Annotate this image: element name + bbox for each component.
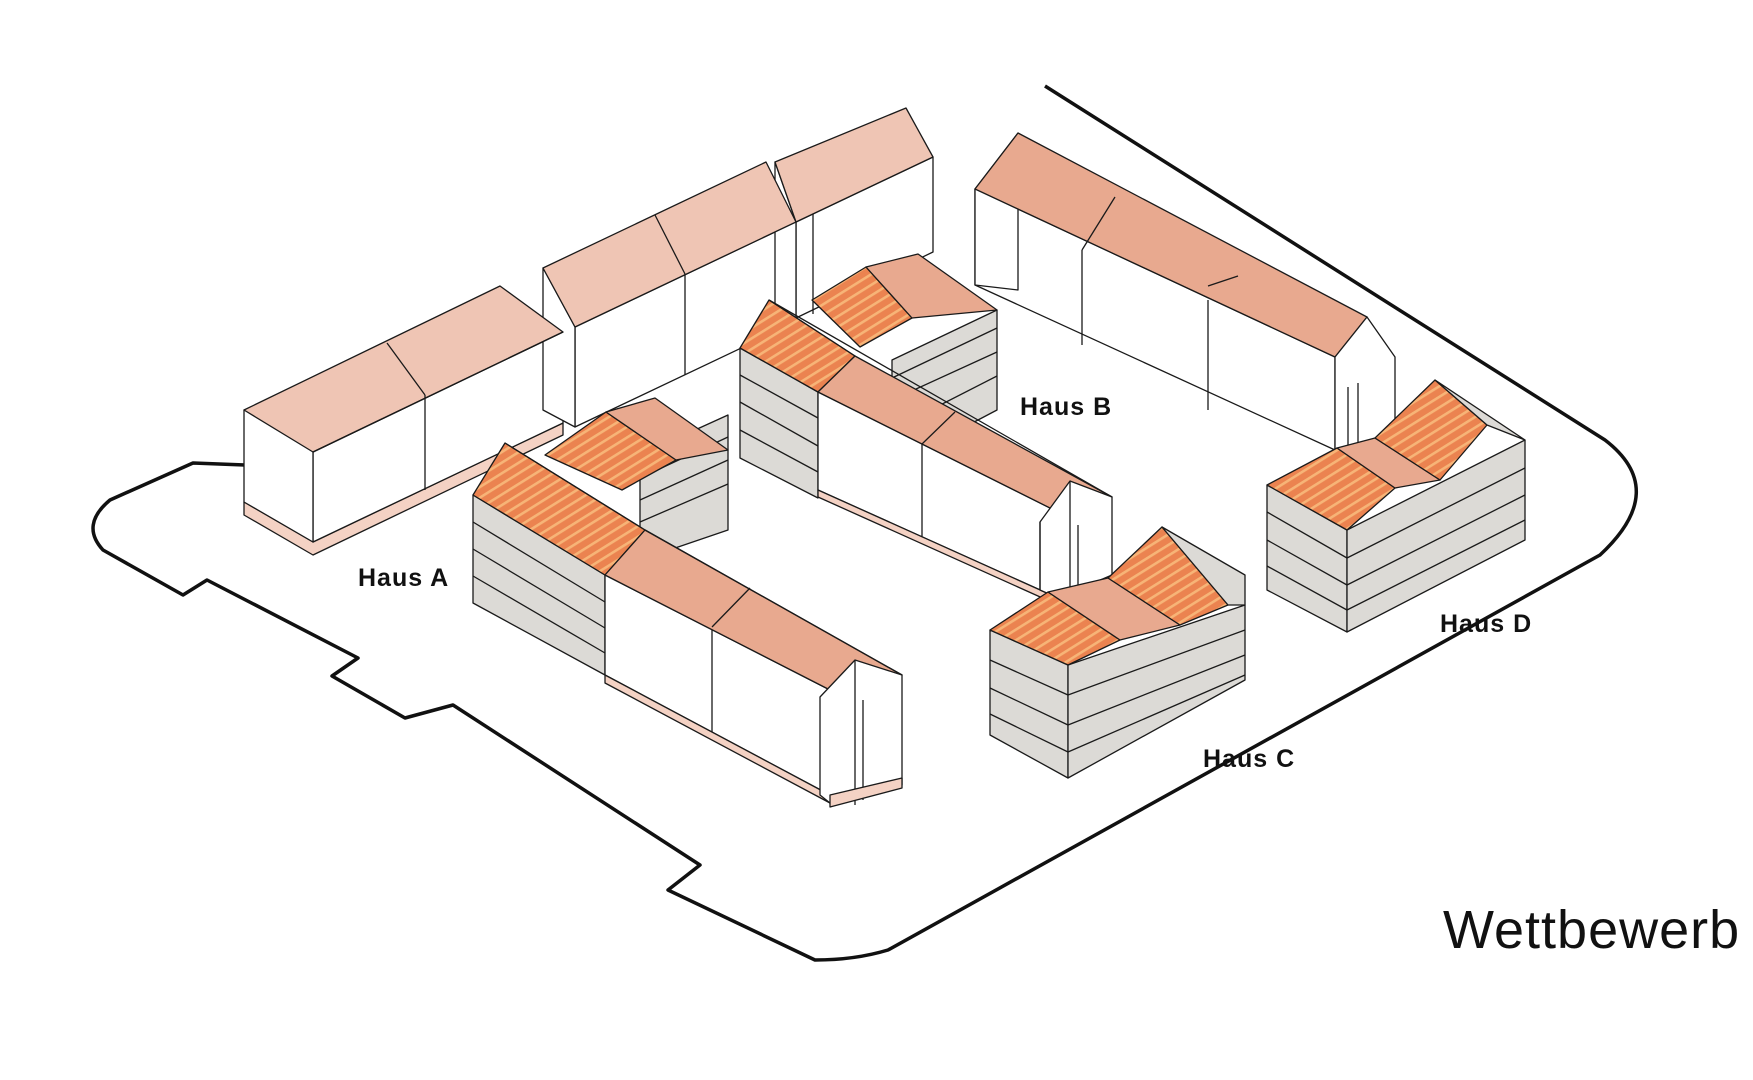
haus-b-back-block — [974, 132, 1396, 451]
existing-row — [243, 107, 934, 556]
haus-a-block — [472, 397, 903, 808]
existing-roof — [774, 107, 934, 223]
label-haus-d: Haus D — [1440, 610, 1532, 638]
label-haus-c: Haus C — [1203, 745, 1295, 773]
haus-d-block — [1266, 379, 1526, 633]
haus-b-block — [739, 253, 1113, 606]
label-haus-a: Haus A — [358, 564, 449, 592]
site-boundary — [91, 84, 1638, 962]
label-haus-b: Haus B — [1020, 393, 1112, 421]
haus-c-block — [989, 526, 1246, 779]
diagram-title: Wettbewerb — [1443, 900, 1740, 960]
